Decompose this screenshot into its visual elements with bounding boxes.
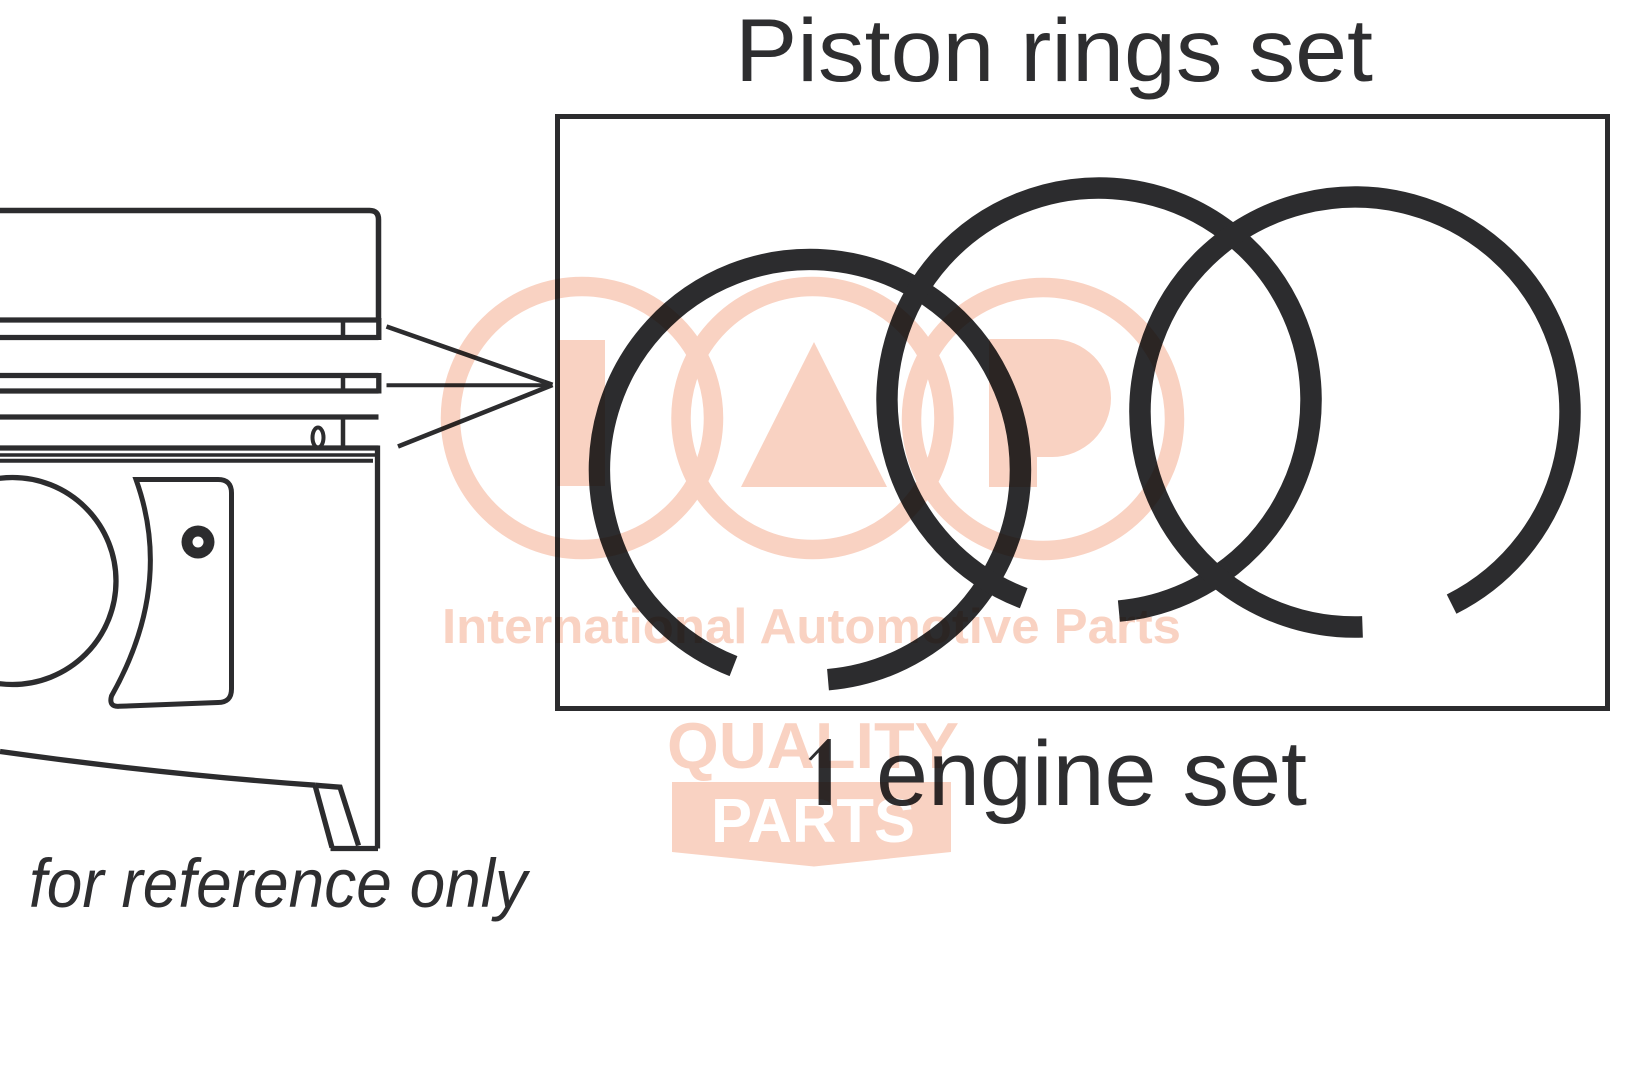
svg-text:Piston rings set: Piston rings set bbox=[735, 0, 1373, 100]
svg-text:QUALITY: QUALITY bbox=[667, 709, 959, 782]
svg-text:International Automotive Parts: International Automotive Parts bbox=[442, 600, 1181, 654]
svg-text:for reference only: for reference only bbox=[29, 845, 530, 922]
svg-text:PARTS: PARTS bbox=[711, 787, 915, 856]
